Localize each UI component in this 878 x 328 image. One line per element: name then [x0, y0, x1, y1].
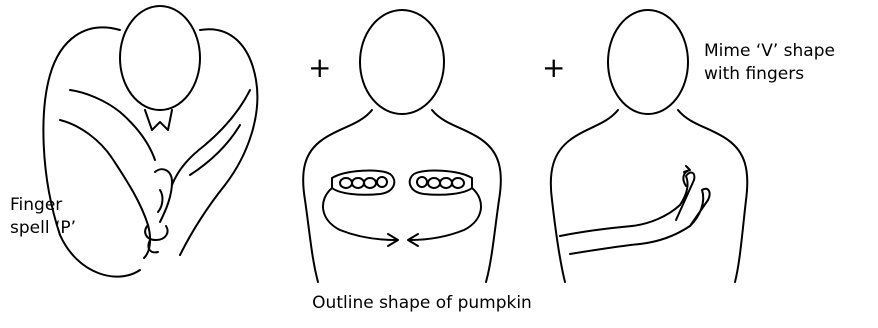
figure-2-torso — [303, 110, 501, 282]
figure-2-head — [360, 10, 444, 114]
finger-3 — [364, 178, 376, 188]
finger-1 — [340, 178, 352, 188]
caption-mime-v-shape: Mime ‘V’ shape with fingers — [704, 40, 835, 86]
figure-1-left-arm — [172, 90, 250, 185]
caption-finger-spell-p: Finger spell ‘P’ — [10, 194, 76, 240]
caption-outline-pumpkin: Outline shape of pumpkin — [272, 292, 572, 315]
figure-2 — [303, 10, 501, 282]
finger-6 — [440, 178, 452, 188]
finger-5 — [452, 178, 464, 188]
finger-4 — [377, 177, 387, 187]
figure-1-head — [120, 6, 200, 110]
figure-1-hands — [145, 169, 172, 252]
figure-3-arm — [560, 205, 690, 254]
plus-sign-2: + — [542, 54, 565, 82]
caption-line: spell ‘P’ — [10, 217, 76, 240]
caption-line: Outline shape of pumpkin — [272, 292, 572, 315]
figure-1-neck — [145, 110, 172, 130]
finger-2 — [352, 178, 364, 188]
caption-line: Finger — [10, 194, 76, 217]
plus-sign-1: + — [308, 54, 331, 82]
finger-7 — [428, 178, 440, 188]
finger-8 — [417, 177, 427, 187]
caption-line: with fingers — [704, 63, 835, 86]
figure-3-head — [608, 10, 688, 114]
figure-3-torso — [551, 110, 748, 282]
pumpkin-outline-arrows — [323, 188, 481, 246]
figure-3-v-fingers — [676, 173, 710, 226]
caption-line: Mime ‘V’ shape — [704, 40, 835, 63]
